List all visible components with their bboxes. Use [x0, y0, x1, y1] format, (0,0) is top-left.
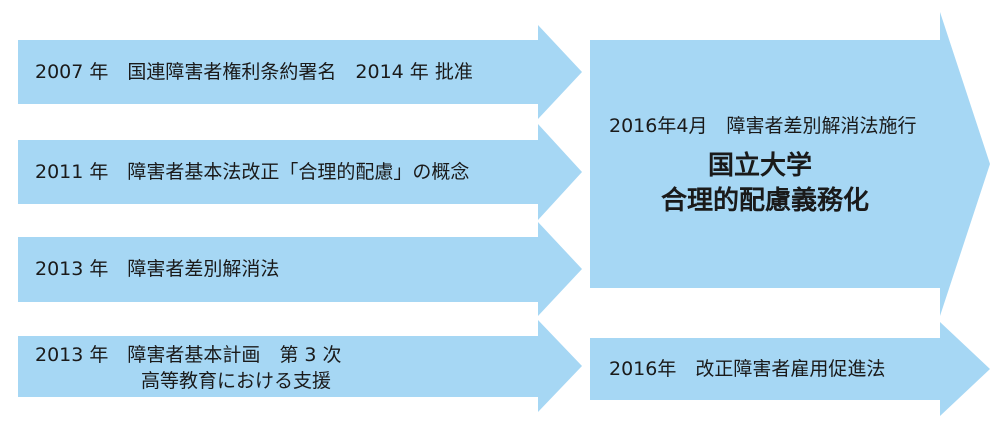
emphasis-line2: 合理的配慮義務化 — [660, 186, 869, 216]
arrow-2016-employment — [590, 322, 990, 416]
arrow-2016-april — [590, 12, 990, 316]
emphasis-line1: 国立大学 — [707, 151, 812, 181]
item-2011-label: 2011 年 障害者基本法改正「合理的配慮」の概念 — [35, 161, 470, 183]
item-2016-april-label: 2016年4月 障害者差別解消法施行 — [609, 115, 917, 137]
arrow-2011 — [18, 124, 582, 220]
item-2013-law-label: 2013 年 障害者差別解消法 — [35, 258, 280, 280]
arrow-2013-law — [18, 222, 582, 316]
item-2016-employment-label: 2016年 改正障害者雇用促進法 — [609, 358, 886, 380]
item-2007-label: 2007 年 国連障害者権利条約署名 2014 年 批准 — [35, 61, 473, 83]
item-2013-plan-line2: 高等教育における支援 — [141, 370, 332, 392]
arrow-2007 — [18, 25, 582, 119]
arrow-2013-plan — [18, 320, 582, 412]
item-2013-plan-line1: 2013 年 障害者基本計画 第 3 次 — [35, 344, 342, 366]
item-2013-plan-label: 2013 年 障害者基本計画 第 3 次 高等教育における支援 — [35, 342, 342, 394]
